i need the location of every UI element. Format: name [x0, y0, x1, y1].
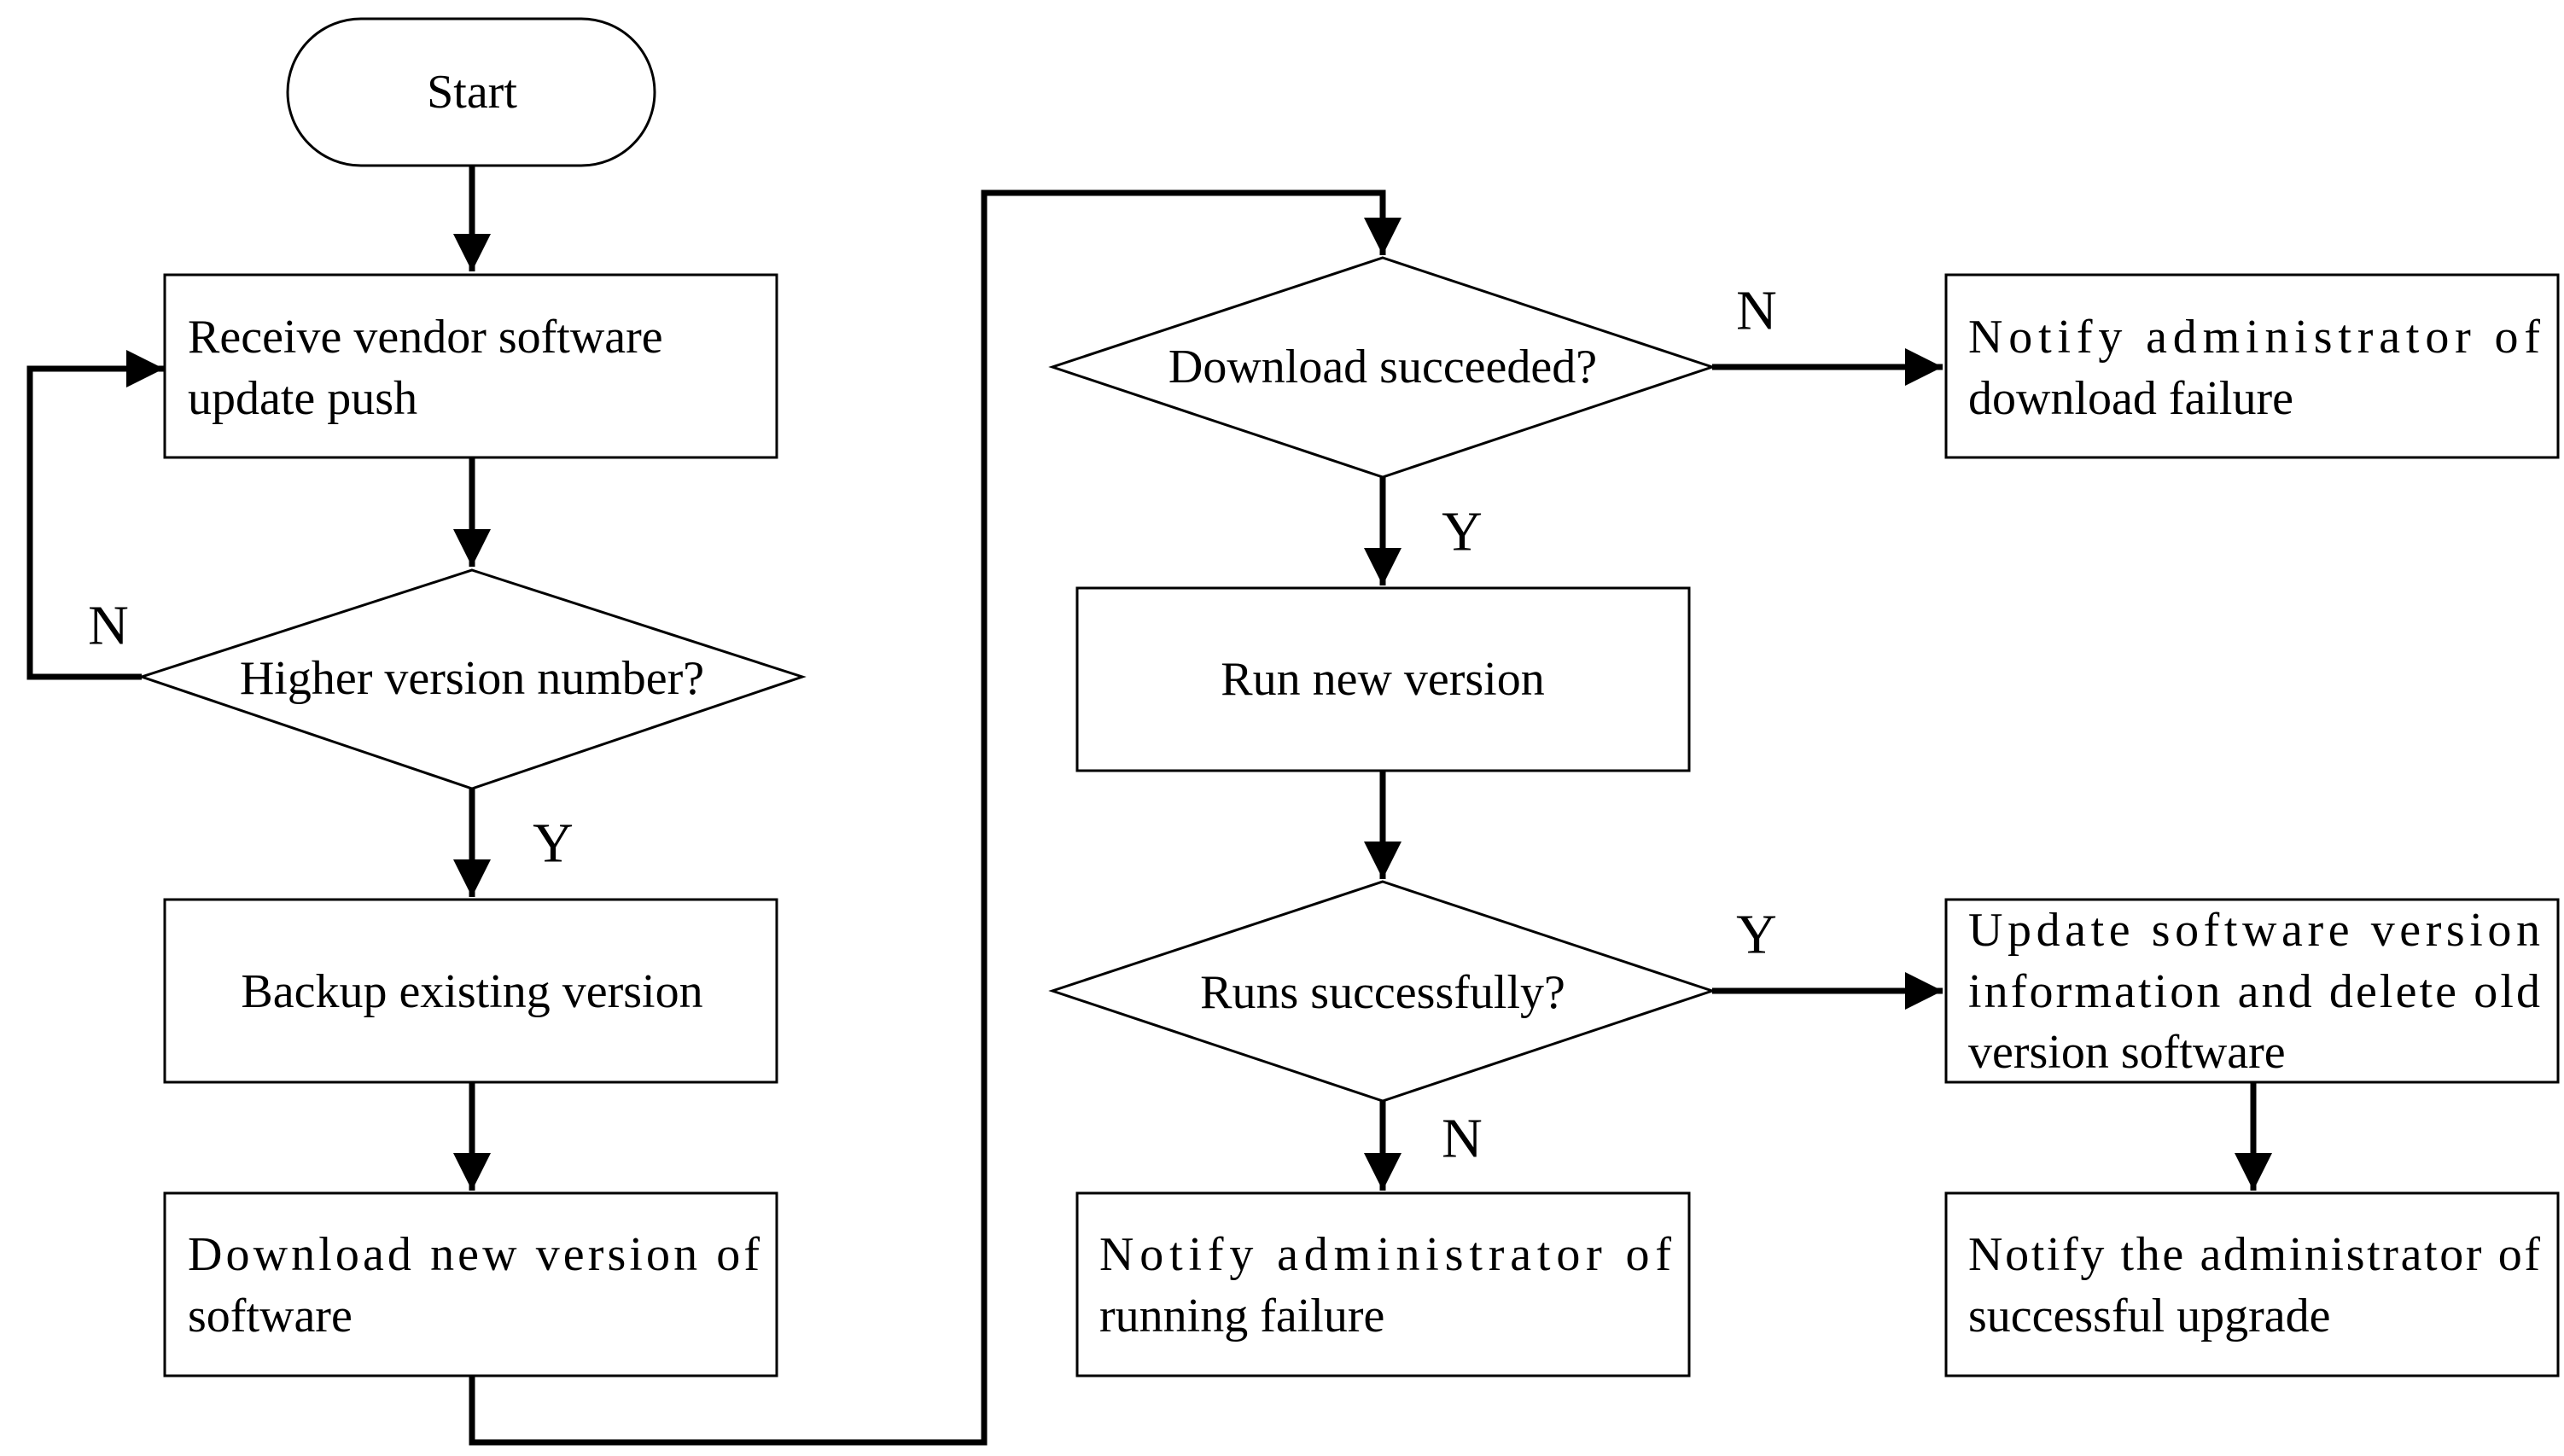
receive-push-line-2: update push: [188, 372, 417, 425]
edge-download-to-download-ok: [469, 189, 1401, 1446]
notify-download-line-2: download failure: [1968, 372, 2293, 425]
label-higher-yes: Y: [533, 812, 574, 875]
label-runs-yes: Y: [1736, 904, 1777, 966]
label-runs-no: N: [1442, 1108, 1483, 1170]
notify-run-line-2: running failure: [1099, 1290, 1384, 1342]
runs-successfully-label: Runs successfully?: [1200, 966, 1565, 1019]
edge-labels: N Y N Y Y N: [88, 280, 1777, 1170]
notify-success-line-1: Notify the administrator of: [1968, 1228, 2540, 1281]
label-download-no: N: [1736, 280, 1777, 342]
update-info-line-1: Update software version: [1968, 904, 2540, 957]
notify-download-failure-box: Notify administrator of download failure: [1944, 273, 2560, 459]
download-box: Download new version of software: [163, 1191, 778, 1377]
backup-label: Backup existing version: [241, 965, 702, 1018]
connectors: [26, 166, 2272, 1446]
start-label: Start: [427, 66, 517, 119]
update-info-line-3: version software: [1968, 1026, 2286, 1079]
run-new-version-label: Run new version: [1221, 653, 1545, 706]
download-succeeded-label: Download succeeded?: [1168, 341, 1597, 393]
backup-box: Backup existing version: [163, 898, 778, 1084]
notify-running-failure-box: Notify administrator of running failure: [1075, 1191, 1691, 1377]
update-version-info-box: Update software version information and …: [1944, 898, 2560, 1084]
higher-version-label: Higher version number?: [240, 652, 704, 705]
notify-success-box: Notify the administrator of successful u…: [1944, 1191, 2560, 1377]
receive-push-line-1: Receive vendor software: [188, 311, 663, 364]
download-succeeded-decision: Download succeeded?: [1048, 256, 1716, 479]
run-new-version-box: Run new version: [1075, 586, 1691, 772]
edge-higher-no-loop: [26, 350, 164, 680]
receive-push-box: Receive vendor software update push: [163, 273, 778, 459]
notify-download-line-1: Notify administrator of: [1968, 311, 2540, 364]
download-line-2: software: [188, 1290, 353, 1342]
notify-run-line-1: Notify administrator of: [1099, 1228, 1671, 1281]
download-line-1: Download new version of: [188, 1228, 760, 1281]
label-higher-no: N: [88, 595, 129, 657]
start-terminal: Start: [286, 17, 656, 167]
update-info-line-2: information and delete old: [1968, 965, 2540, 1018]
notify-success-line-2: successful upgrade: [1968, 1290, 2331, 1342]
higher-version-decision: Higher version number?: [137, 568, 807, 790]
runs-successfully-decision: Runs successfully?: [1048, 880, 1716, 1103]
label-download-yes: Y: [1442, 501, 1483, 563]
